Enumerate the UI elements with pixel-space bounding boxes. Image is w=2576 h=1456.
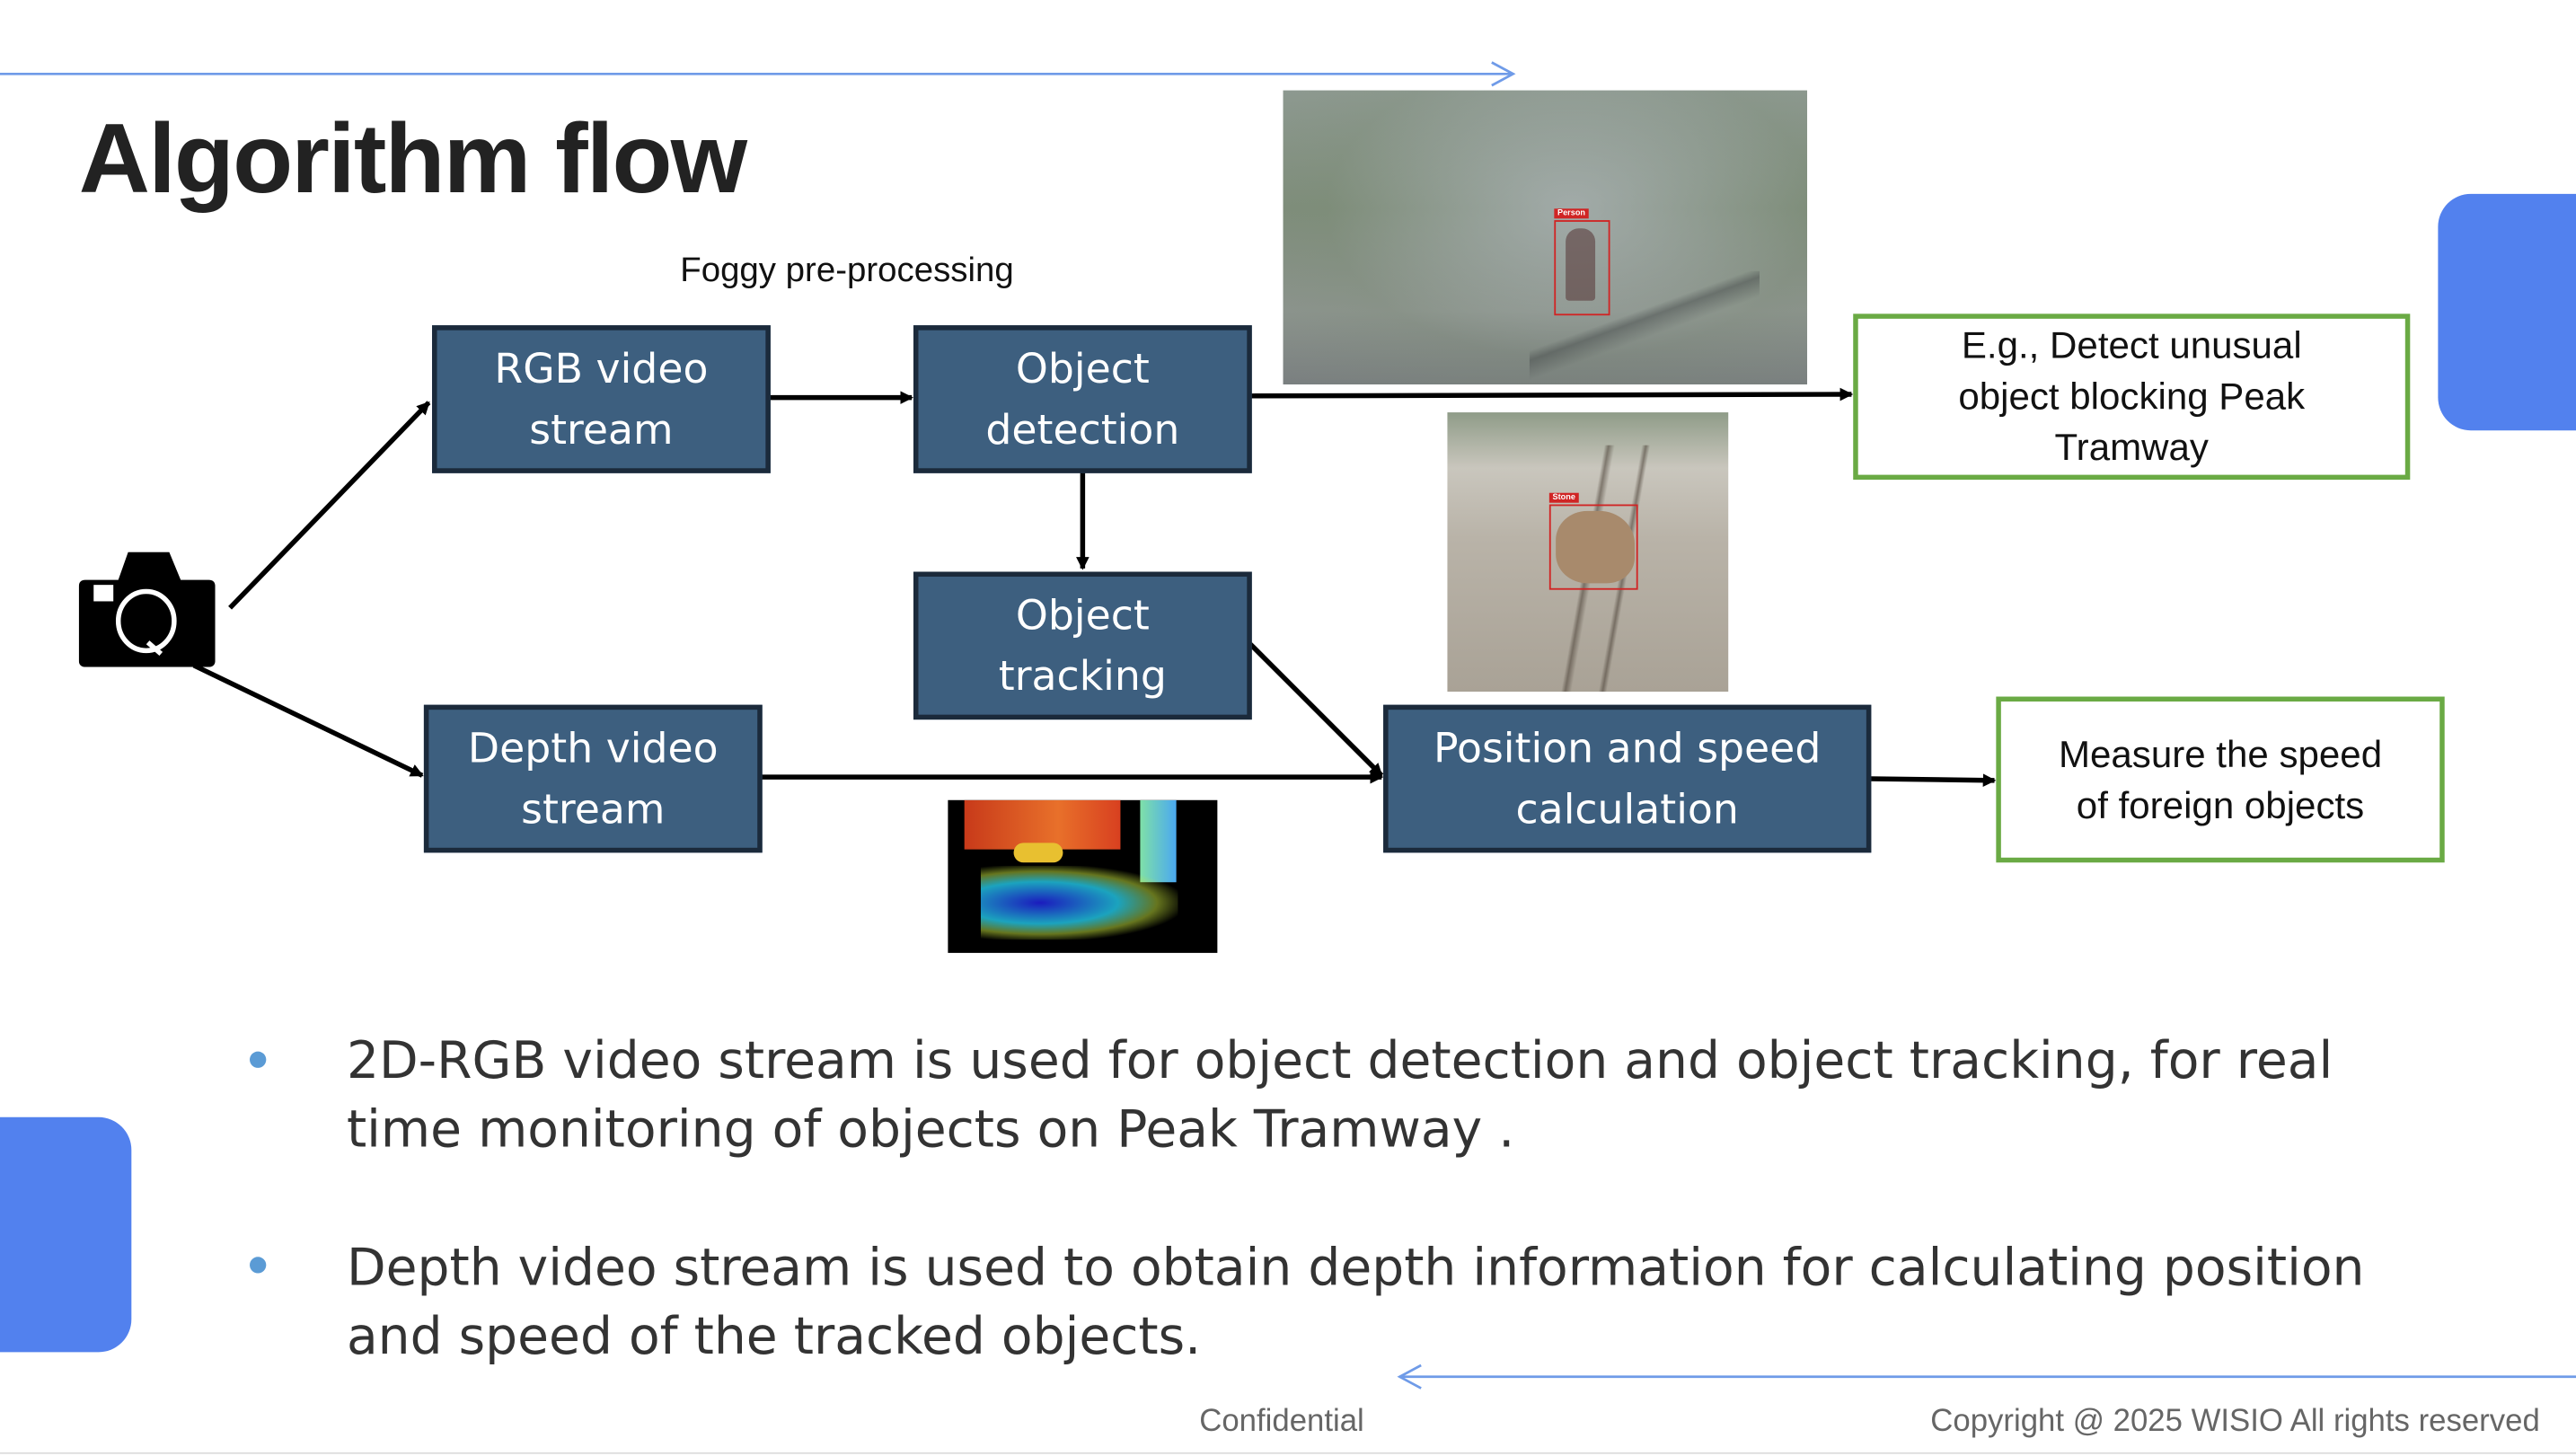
bullet-line: time monitoring of objects on Peak Tramw… bbox=[346, 1100, 1515, 1160]
node-position-speed-calculation: Position and speed calculation bbox=[1383, 704, 1872, 853]
stone bbox=[1556, 510, 1635, 584]
bullet-line: and speed of the tracked objects. bbox=[346, 1307, 1202, 1367]
depth-region-near bbox=[980, 865, 1178, 940]
node-label: Object bbox=[1015, 345, 1150, 393]
person-label: Person bbox=[1554, 208, 1589, 219]
page-title: Algorithm flow bbox=[78, 103, 747, 214]
stone-bounding-box bbox=[1548, 504, 1638, 590]
decor-block-right bbox=[2438, 193, 2576, 431]
decor-block-left bbox=[0, 1116, 132, 1353]
arrow-camera-depth bbox=[192, 663, 424, 778]
node-label: Position and speed bbox=[1434, 724, 1822, 772]
bullet-text-rgb: 2D-RGB video stream is used for object d… bbox=[347, 1027, 2449, 1165]
node-label: tracking bbox=[998, 652, 1167, 701]
footer-divider bbox=[0, 1452, 2576, 1454]
output-label: Tramway bbox=[2054, 425, 2209, 469]
top-decor-arrow bbox=[0, 61, 1516, 87]
footer-copyright: Copyright @ 2025 WISIO All rights reserv… bbox=[1930, 1404, 2540, 1440]
node-object-tracking: Object tracking bbox=[913, 571, 1252, 720]
node-label: stream bbox=[529, 405, 674, 454]
node-label: stream bbox=[521, 785, 666, 834]
bottom-decor-arrow bbox=[1397, 1363, 2576, 1390]
node-label: Depth video bbox=[467, 724, 719, 772]
output-detect-unusual-object: E.g., Detect unusual object blocking Peak… bbox=[1853, 313, 2411, 481]
node-rgb-video-stream: RGB video stream bbox=[432, 325, 771, 473]
footer-confidential: Confidential bbox=[1199, 1404, 1364, 1440]
bullet-line: Depth video stream is used to obtain dep… bbox=[346, 1239, 2365, 1298]
depth-map-image bbox=[948, 799, 1218, 953]
person-silhouette bbox=[1566, 228, 1596, 301]
bullet-text-depth: Depth video stream is used to obtain dep… bbox=[347, 1234, 2449, 1372]
output-measure-speed: Measure the speed of foreign objects bbox=[1996, 696, 2445, 863]
node-label: calculation bbox=[1515, 785, 1739, 834]
output-label: E.g., Detect unusual bbox=[1961, 323, 2302, 366]
output-label: object blocking Peak bbox=[1958, 375, 2306, 418]
stone-detection-image: Stone bbox=[1447, 412, 1729, 693]
camera-icon bbox=[78, 552, 216, 667]
output-label: Measure the speed bbox=[2058, 731, 2383, 775]
arrow-camera-rgb bbox=[228, 401, 431, 610]
output-label: of foreign objects bbox=[2076, 782, 2365, 826]
stone-label: Stone bbox=[1548, 492, 1579, 503]
arrow-detection-output bbox=[1249, 387, 1854, 402]
node-label: Object bbox=[1015, 591, 1150, 640]
depth-region-far bbox=[964, 799, 1121, 850]
preprocessing-caption: Foggy pre-processing bbox=[680, 251, 1014, 289]
node-label: detection bbox=[985, 405, 1180, 454]
bullet-line: 2D-RGB video stream is used for object d… bbox=[346, 1031, 2333, 1091]
depth-region-yellow bbox=[1013, 843, 1063, 863]
arrow-tracking-position bbox=[1248, 642, 1384, 778]
node-object-detection: Object detection bbox=[913, 325, 1252, 473]
arrow-position-output bbox=[1869, 773, 1997, 787]
bullet-dot bbox=[250, 1051, 267, 1068]
person-bounding-box bbox=[1554, 220, 1610, 316]
foggy-detection-image: Person bbox=[1283, 90, 1808, 385]
node-depth-video-stream: Depth video stream bbox=[423, 704, 763, 853]
node-label: RGB video bbox=[494, 345, 709, 393]
bullet-dot bbox=[250, 1257, 267, 1274]
